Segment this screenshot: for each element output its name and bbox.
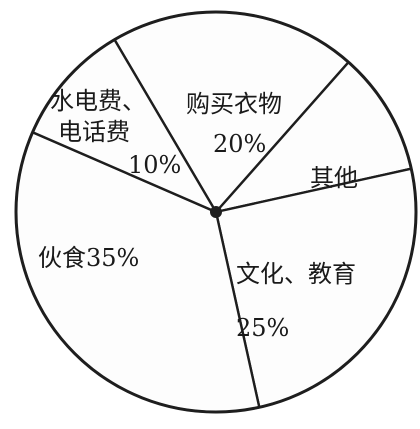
slice-value-culture-education: 25% [236, 314, 289, 342]
pie-outline [14, 10, 418, 414]
slice-label-other: 其他 [310, 164, 358, 192]
slice-value-utilities: 10% [128, 151, 181, 179]
slice-value-clothing: 20% [213, 130, 266, 158]
pie-center-dot [210, 206, 222, 218]
slice-label-culture-education: 文化、教育 [236, 260, 356, 288]
slice-label-clothing: 购买衣物 [186, 90, 282, 118]
slice-label-food: 伙食35% [38, 244, 139, 272]
slice-label-utilities-line1: 水电费、 [50, 87, 146, 115]
slice-label-utilities-line2: 电话费 [58, 118, 130, 146]
pie-slices [14, 10, 418, 414]
